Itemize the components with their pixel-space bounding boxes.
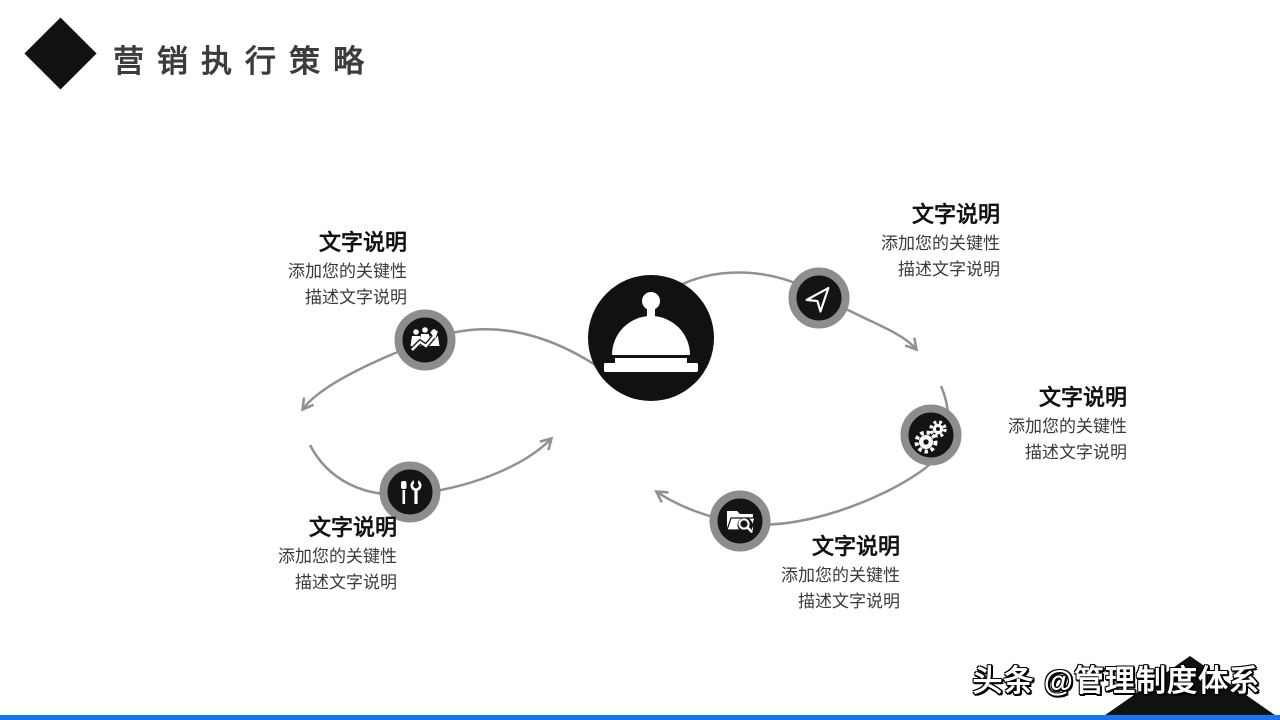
note-desc-line2: 描述文字说明 [305, 288, 407, 307]
satellite-paper-plane [788, 267, 850, 329]
note-desc-line2: 描述文字说明 [1025, 443, 1127, 462]
satellite-folder-search [709, 490, 771, 552]
arc-left-top [301, 328, 633, 412]
note-desc-line2: 描述文字说明 [295, 573, 397, 592]
service-bell-icon [604, 292, 698, 372]
note-heading: 文字说明 [911, 202, 1000, 227]
note-bottom-left: 文字说明 添加您的关键性 描述文字说明 [225, 514, 397, 596]
satellite-gears [900, 404, 962, 466]
note-top-left: 文字说明 添加您的关键性 描述文字说明 [235, 229, 407, 311]
note-bottom-middle: 文字说明 添加您的关键性 描述文字说明 [726, 533, 900, 615]
note-desc-line1: 添加您的关键性 [781, 566, 900, 585]
arc-right-bottom [654, 385, 950, 526]
slide-header: 营销执行策略 [0, 0, 1280, 110]
note-desc-line2: 描述文字说明 [898, 260, 1000, 279]
note-right: 文字说明 添加您的关键性 描述文字说明 [953, 384, 1127, 466]
center-circle [588, 275, 714, 401]
note-desc-line1: 添加您的关键性 [881, 234, 1000, 253]
note-heading: 文字说明 [318, 230, 407, 255]
watermark: 头条 @管理制度体系 [972, 665, 1260, 698]
paper-plane-icon [805, 286, 830, 313]
note-desc-line1: 添加您的关键性 [278, 547, 397, 566]
gears-icon [914, 420, 947, 454]
satellite-tools [379, 461, 441, 523]
note-heading: 文字说明 [1038, 385, 1127, 410]
slide-title: 营销执行策略 [113, 44, 378, 79]
corner-triangle [1098, 656, 1280, 720]
note-desc-line2: 描述文字说明 [798, 592, 900, 611]
note-desc-line1: 添加您的关键性 [288, 262, 407, 281]
note-heading: 文字说明 [811, 534, 900, 559]
note-top-right: 文字说明 添加您的关键性 描述文字说明 [828, 201, 1000, 283]
tools-icon [401, 480, 422, 504]
satellite-team-growth [394, 309, 456, 371]
note-desc-line1: 添加您的关键性 [1008, 417, 1127, 436]
note-heading: 文字说明 [308, 515, 397, 540]
team-growth-icon [410, 327, 440, 352]
folder-search-icon [726, 511, 756, 533]
bottom-accent-bar [0, 715, 1280, 720]
